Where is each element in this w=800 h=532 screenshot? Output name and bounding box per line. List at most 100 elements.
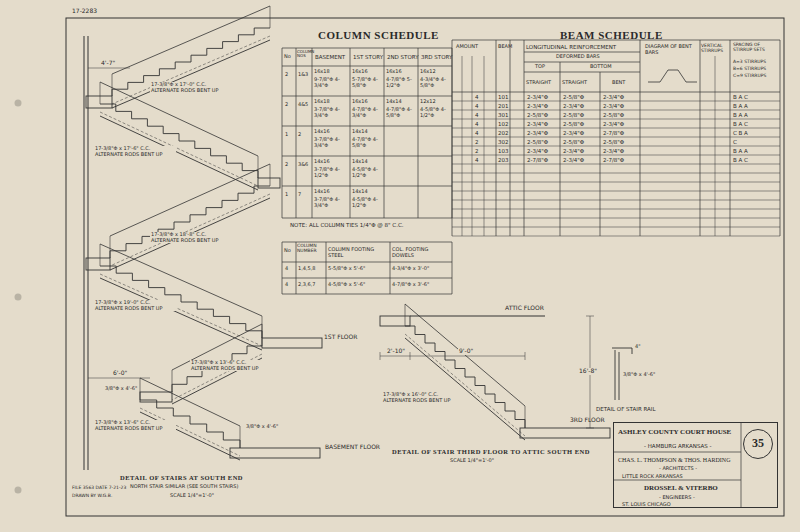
drawing-note: 3/8"Φ x 4'-6" xyxy=(623,372,663,378)
table-cell: 2-5/8"Φ xyxy=(563,139,584,145)
table-rule xyxy=(600,72,601,236)
table-rule xyxy=(282,66,452,67)
railing-post xyxy=(110,236,111,258)
table-cell: 1,4,5,8 xyxy=(298,266,325,272)
table-header: 3RD STORY xyxy=(421,54,452,60)
drawing-note: SCALE 1/4"=1'-0" xyxy=(450,458,494,464)
dimension-tick xyxy=(380,352,381,360)
table-cell: B A C xyxy=(733,121,748,127)
reinforcing-rod xyxy=(112,36,270,104)
table-cell: C xyxy=(733,139,737,145)
dimension-tick xyxy=(586,428,594,429)
table-cell: 14x16 xyxy=(314,129,347,135)
table-cell: 5-7/8"Φ 4-5/8"Φ xyxy=(352,77,385,88)
table-cell: 4 xyxy=(475,103,479,109)
table-cell: B A A xyxy=(733,112,748,118)
table-header: 2ND STORY xyxy=(387,54,419,60)
table-cell: 1 xyxy=(285,132,299,138)
table-title: COLUMN SCHEDULE xyxy=(318,29,439,41)
table-header: TOP xyxy=(535,64,545,70)
stair-soffit xyxy=(100,278,262,350)
table-rule xyxy=(452,146,780,147)
floor-slab xyxy=(258,178,280,188)
table-header: 1ST STORY xyxy=(353,54,383,60)
table-header: DIAGRAM OF BENT BARS xyxy=(645,44,700,55)
table-note: NOTE: ALL COLUMN TIES 1/4"Φ @ 8" C.C. xyxy=(290,222,403,228)
table-rule xyxy=(730,40,731,236)
wall-line xyxy=(88,36,89,470)
table-cell: 2-3/4"Φ xyxy=(603,148,624,154)
drawing-note: 1ST FLOOR xyxy=(324,334,357,341)
stair-railing xyxy=(405,304,525,406)
table-rule xyxy=(384,48,385,218)
table-rule xyxy=(452,227,780,228)
table-rule xyxy=(452,92,780,93)
drawing-note: BASEMENT FLOOR xyxy=(325,444,380,451)
drawing-note: 17-3/8"Φ x 13'-6" C.C. ALTERNATE RODS BE… xyxy=(94,420,176,431)
stair-treads xyxy=(405,326,525,428)
table-cell: 9-7/8"Φ 4-3/4"Φ xyxy=(314,77,347,88)
drawing-note: 3/8"Φ x 4'-6" xyxy=(104,386,138,392)
attic-floor-line xyxy=(410,316,545,317)
drawing-note: SCALE 1/4"=1'-0" xyxy=(170,493,214,499)
table-cell: B A A xyxy=(733,103,748,109)
table-cell: 4-5/8"Φ 4-1/2"Φ xyxy=(352,167,385,178)
table-cell: 4 xyxy=(285,266,295,272)
table-cell: 4&5 xyxy=(298,102,312,108)
table-rule xyxy=(282,242,283,294)
table-rule xyxy=(282,242,452,243)
table-cell: 2-3/4"Φ xyxy=(563,130,584,136)
title-block-text: - HAMBURG ARKANSAS - xyxy=(644,443,712,449)
stair-soffit xyxy=(112,40,270,108)
table-cell: 5-5/8"Φ x 5'-6" xyxy=(328,266,388,272)
table-cell: 2 xyxy=(475,139,479,145)
drawing-note: 3RD FLOOR xyxy=(570,417,605,424)
table-rule xyxy=(452,173,780,174)
table-cell: 14x14 xyxy=(352,159,385,165)
bent-bar-diagram xyxy=(648,70,697,82)
table-cell: 3-7/8"Φ 4-1/2"Φ xyxy=(314,167,347,178)
table-cell: 2-3/4"Φ xyxy=(563,103,584,109)
table-rule xyxy=(282,126,452,127)
table-rule xyxy=(715,56,716,236)
table-rule xyxy=(452,155,780,156)
table-rule xyxy=(282,186,452,187)
stair-railing xyxy=(140,378,240,426)
table-cell: 1 xyxy=(285,192,299,198)
table-cell: 2-3/4"Φ xyxy=(603,94,624,100)
drawing-note: DRAWN BY W.G.B. xyxy=(72,494,112,499)
table-cell: 2 xyxy=(475,148,479,154)
railing-post xyxy=(240,426,241,448)
table-rule xyxy=(350,48,351,218)
drawing-note: 3/8"Φ x 4'-6" xyxy=(245,424,279,430)
table-rule xyxy=(282,48,283,218)
table-header: STRAIGHT xyxy=(526,80,551,86)
table-title: BEAM SCHEDULE xyxy=(560,29,663,41)
table-cell: 301 xyxy=(498,112,509,118)
railing-post xyxy=(270,6,271,28)
table-header: BOTTOM xyxy=(590,64,612,70)
table-cell: 4-7/8"Φ 4-5/8"Φ xyxy=(386,107,419,118)
table-cell: 14x14 xyxy=(352,129,385,135)
drawing-note: ATTIC FLOOR xyxy=(505,305,544,312)
title-block-text: DROSSEL & VITERBO xyxy=(644,485,718,493)
table-header: AMOUNT xyxy=(456,44,496,50)
table-rule xyxy=(780,40,781,236)
title-block-text: CHAS. L. THOMPSON & THOS. HARDING xyxy=(618,457,730,464)
table-rule xyxy=(452,242,453,294)
table-rule xyxy=(282,96,452,97)
table-rule xyxy=(452,236,780,237)
table-header: COL. FOOTING DOWELS xyxy=(392,247,450,258)
table-cell: 2-3/4"Φ xyxy=(527,121,548,127)
table-rule xyxy=(452,137,780,138)
table-cell: 16x12 xyxy=(420,69,453,75)
table-header: No xyxy=(284,54,291,60)
title-block-text: ASHLEY COUNTY COURT HOUSE xyxy=(618,429,731,437)
table-cell: 4-5/8"Φ x 5'-6" xyxy=(328,282,388,288)
table-header: DEFORMED BARS xyxy=(556,54,600,60)
table-cell: 102 xyxy=(498,121,509,127)
table-cell: 103 xyxy=(498,148,509,154)
dimension-tick xyxy=(586,316,594,317)
dimension-line xyxy=(88,68,130,69)
table-cell: 4-7/8"Φ x 3'-6" xyxy=(392,282,450,288)
